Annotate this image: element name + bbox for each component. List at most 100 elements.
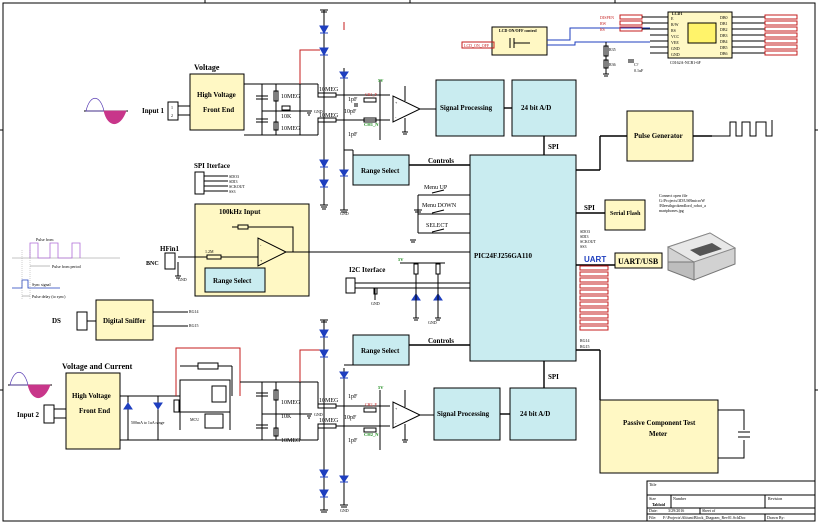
passive-line2: Meter [649,430,667,438]
tb-drawn-by: Drawn By: [767,515,785,520]
opamp-icon [392,401,422,429]
svg-text:GND: GND [178,277,187,282]
svg-text:martphones.jpg: martphones.jpg [659,208,684,213]
diode-icon [319,159,329,169]
svg-text:SCKOUT: SCKOUT [229,184,246,189]
lcd-title: LCD1 [672,11,682,16]
i2c-connector [345,277,356,294]
svg-text:RS: RS [600,27,605,32]
tb-number: Number [673,496,687,501]
svg-text:Pulse from: Pulse from [36,237,54,242]
svg-text:+: + [395,406,398,411]
controls-2-label: Controls [428,337,454,345]
i2c-title: I2C Iterface [349,266,385,274]
svg-text:-: - [395,421,397,426]
res-10meg-f: 10MEG [281,438,301,444]
input2-label: Input 2 [17,411,39,419]
uart-usb-label: UART/USB [618,257,659,266]
res-10k: 10K [281,114,292,120]
svg-text:CH2_N: CH2_N [364,432,379,437]
svg-text:DB4: DB4 [720,39,728,44]
signal-processing-1 [435,79,505,137]
hv1-line1: High Voltage [197,91,236,99]
svg-text:GND: GND [428,320,437,325]
timing-diagram: Pulse from Pulse from period Sync signal… [12,237,120,300]
range-select-mid [204,267,266,293]
range-note: 500mA to 1uA range [131,420,165,425]
passive-line1: Passive Component Test [623,419,696,427]
spi-1-label: SPI [548,143,559,151]
cap-1pf-a: 1pF [348,97,358,103]
opamp-icon [392,95,422,123]
uart-usb [614,252,663,269]
svg-text:1: 1 [171,105,173,110]
svg-text:DB5: DB5 [720,45,728,50]
svg-text:G:\Projects\3D\USBmicroW: G:\Projects\3D\USBmicroW [659,198,705,203]
hv2-line2: Front End [79,407,110,415]
svg-text:Sync signal: Sync signal [32,282,51,287]
input2-connector [43,404,55,424]
svg-text:5V: 5V [378,385,384,390]
hv-front-end-2 [65,372,121,450]
res-10meg-a: 10MEG [281,94,301,100]
svg-text:10MEG: 10MEG [319,113,339,119]
hv2-line1: High Voltage [72,392,111,400]
range-select-1-label: Range Select [361,167,400,175]
svg-text:Connect open file: Connect open file [659,193,688,198]
tb-title: Title [649,482,657,487]
lcd-onoff-label: LCD ON/OFF control [499,28,537,33]
rg15-mcu: RG15 [580,344,590,349]
opamp-icon [257,237,288,267]
lcd-pin-dispen: DISPEN [600,15,614,20]
svg-text:SCKOUT: SCKOUT [580,239,597,244]
svg-text:Pulse delay (to sync): Pulse delay (to sync) [32,294,66,299]
svg-text:CH2_P: CH2_P [365,402,378,407]
tb-date: Date: [649,508,658,513]
mcu-block [469,154,577,362]
cap-1pf-b: 1pF [348,132,358,138]
pulse-wave-icon [712,120,773,137]
res-10k-b: 10K [281,414,292,420]
svg-text:10MEG: 10MEG [319,398,339,404]
svg-text:SDI3: SDI3 [229,179,237,184]
tb-size: Size [649,496,656,501]
rg14-mcu: RG14 [580,338,590,343]
res-1m2: 1.2M [205,249,214,254]
sine-wave-icon [84,97,128,125]
adc-1 [511,79,577,137]
vc-title: Voltage and Current [62,362,133,371]
svg-text:DB0: DB0 [720,15,728,20]
rg15-label: RG15 [189,323,199,328]
svg-text:+: + [260,258,263,263]
res-10meg-c: 10MEG [319,87,339,93]
cap-10pf: 10pF [344,109,357,115]
res-10meg-e: 10MEG [281,400,301,406]
cap-10pf-b: 10pF [344,415,357,421]
pulse-generator [626,110,694,162]
svg-text:E: E [671,16,674,21]
bnc-connector [164,252,176,270]
diode-icon [319,179,329,189]
svg-text:R/W: R/W [671,22,679,27]
svg-text:2: 2 [171,113,173,118]
svg-text:SS3: SS3 [580,244,586,249]
svg-text:GND: GND [371,301,380,306]
spi-connector [194,171,205,195]
svg-text:R35: R35 [609,47,616,52]
svg-text:CH1_N: CH1_N [364,122,379,127]
svg-text:SS3: SS3 [229,189,235,194]
tb-sheet: Sheet of [702,508,716,513]
svg-text:GND: GND [340,508,349,513]
input1-label: Input 1 [142,107,164,115]
signal-processing-2-label: Signal Processing [437,410,490,418]
tb-revision: Revision [768,496,782,501]
svg-text:CH1_P: CH1_P [365,92,378,97]
ds-connector [76,311,88,331]
hfin-label: HFin1 [160,245,180,253]
tb-date-val: 3/29/2016 [668,508,684,513]
signal-processing-1-label: Signal Processing [440,104,493,112]
bnc-label: BNC [146,261,159,267]
menu-up-label: Menu UP [424,185,448,191]
hv1-line2: Front End [203,106,234,114]
